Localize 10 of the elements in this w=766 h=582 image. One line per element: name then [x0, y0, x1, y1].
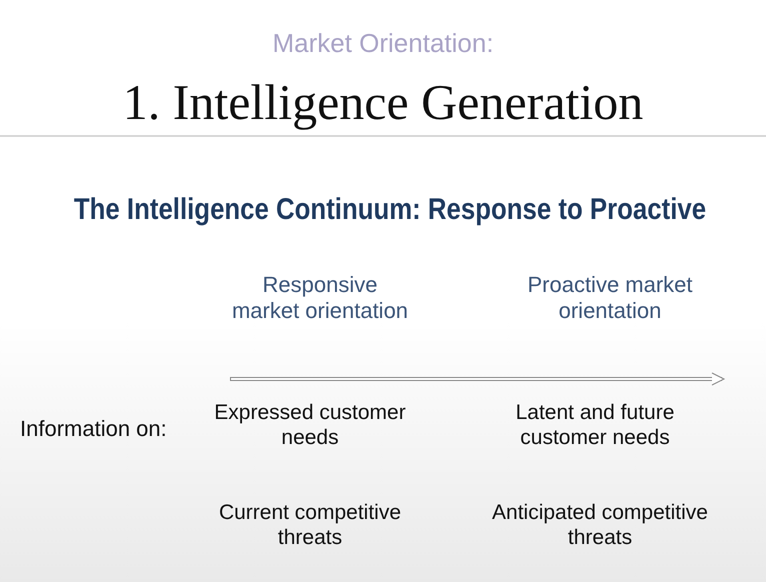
info-text: Anticipated competitive threats — [491, 500, 709, 550]
info-text: Current competitive threats — [218, 500, 402, 550]
slide-title: 1. Intelligence Generation — [122, 73, 644, 132]
row-label: Information on: — [20, 416, 168, 442]
info-text: Expressed customer needs — [213, 400, 407, 450]
info-text: Latent and future customer needs — [514, 400, 676, 450]
subtitle: Market Orientation: — [271, 28, 495, 60]
section-heading: The Intelligence Continuum: Response to Proactive — [72, 192, 708, 228]
column-heading: Proactive market orientation — [526, 272, 694, 325]
column-heading: Responsive market orientation — [230, 272, 410, 325]
